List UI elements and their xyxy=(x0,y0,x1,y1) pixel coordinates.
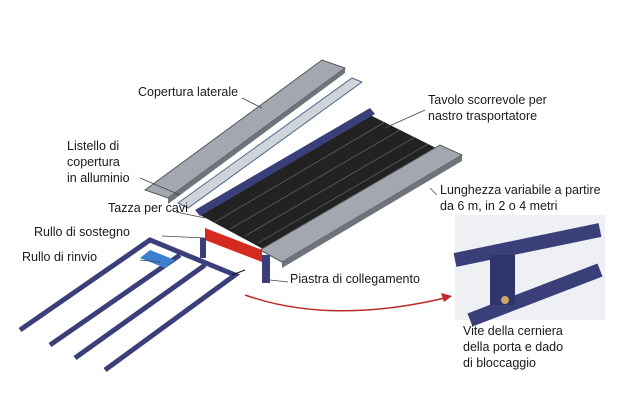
label-line: della porta e dado xyxy=(463,340,564,354)
label-line: Listello di xyxy=(67,139,120,153)
label-support-roller: Rullo di sostegno xyxy=(34,225,130,239)
label-return-roller: Rullo di rinvio xyxy=(22,250,98,264)
label-line: da 6 m, in 2 o 4 metri xyxy=(440,199,558,213)
detail-arrow xyxy=(244,294,446,312)
conveyor-belt xyxy=(200,115,440,250)
label-line: copertura xyxy=(67,155,120,169)
label-line: Lunghezza variabile a partire xyxy=(440,183,601,197)
connection-plate-leg xyxy=(262,255,270,283)
detail-inset xyxy=(453,215,605,327)
label-line: in alluminio xyxy=(67,171,130,185)
label-side-cover: Copertura laterale xyxy=(138,85,239,99)
label-hinge-screw: Vite della cerniera della porta e dado d… xyxy=(463,323,563,371)
label-connection-plate: Piastra di collegamento xyxy=(290,272,420,286)
support-roller-part xyxy=(205,228,262,262)
label-aluminium-strip: Listello di copertura in alluminio xyxy=(67,138,130,186)
return-frame-part xyxy=(18,237,241,373)
label-variable-length: Lunghezza variabile a partire da 6 m, in… xyxy=(440,182,601,214)
label-line: Tavolo scorrevole per xyxy=(428,93,547,107)
label-cable-cup: Tazza per cavi xyxy=(108,201,188,215)
label-line: di bloccaggio xyxy=(463,356,536,370)
aluminium-strip-part xyxy=(177,77,364,209)
frame-rail-back xyxy=(195,108,375,216)
label-line: nastro trasportatore xyxy=(428,109,538,123)
label-line: Vite della cerniera xyxy=(463,324,563,338)
label-sliding-table: Tavolo scorrevole per nastro trasportato… xyxy=(428,92,547,124)
